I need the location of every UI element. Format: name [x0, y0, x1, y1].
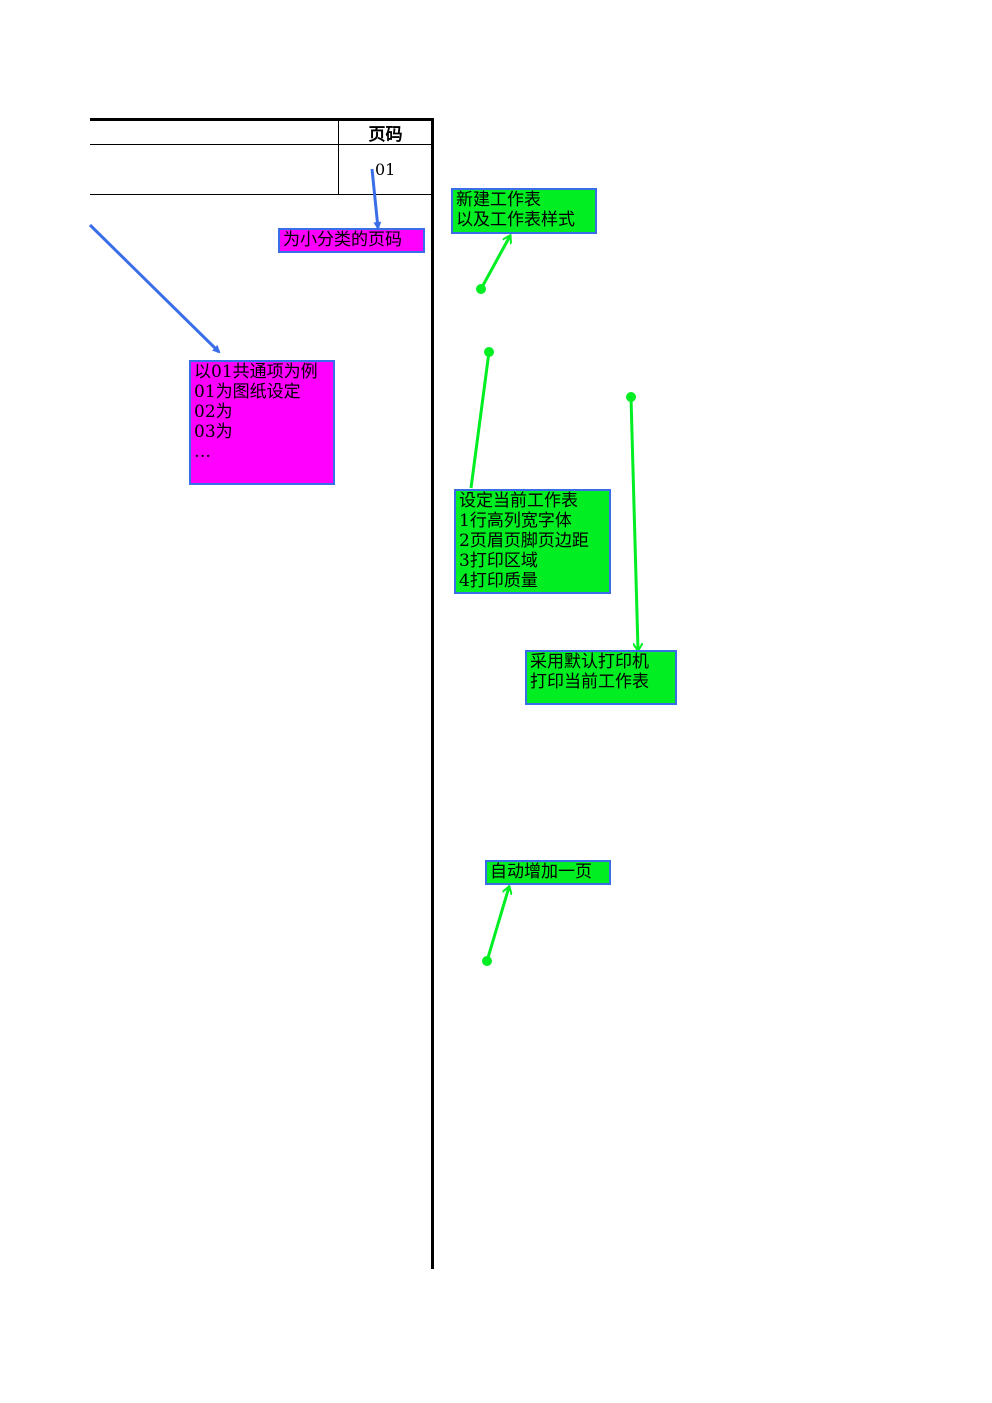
category-arrow	[88, 223, 221, 354]
page-right-border	[431, 118, 434, 1269]
table-bottom-border	[90, 194, 434, 195]
page-code-note: 为小分类的页码	[278, 228, 425, 253]
table-column-divider	[338, 118, 339, 195]
add-page-note: 自动增加一页	[485, 860, 611, 885]
page-code-header: 页码	[368, 125, 403, 145]
print-arrow	[629, 396, 638, 650]
category-note: 以01共通项为例 01为图纸设定 02为 03为 …	[189, 360, 335, 485]
new-sheet-arrow	[479, 236, 510, 290]
page-code-value: 01	[375, 160, 396, 179]
add-page-arrow	[485, 887, 509, 962]
page-code-arrow	[370, 168, 382, 230]
new-sheet-note: 新建工作表 以及工作表样式	[451, 188, 597, 234]
table-top-border	[90, 118, 434, 121]
new-sheet-arrow-dot	[476, 284, 486, 294]
print-arrow-dot	[626, 392, 636, 402]
print-note: 采用默认打印机 打印当前工作表	[525, 650, 677, 705]
table-row-divider	[90, 144, 434, 145]
setup-note: 设定当前工作表 1行高列宽字体 2页眉页脚页边距 3打印区域 4打印质量	[454, 489, 611, 594]
add-page-arrow-dot	[482, 956, 492, 966]
setup-arrow-dot	[484, 347, 494, 357]
setup-arrow	[469, 351, 491, 489]
